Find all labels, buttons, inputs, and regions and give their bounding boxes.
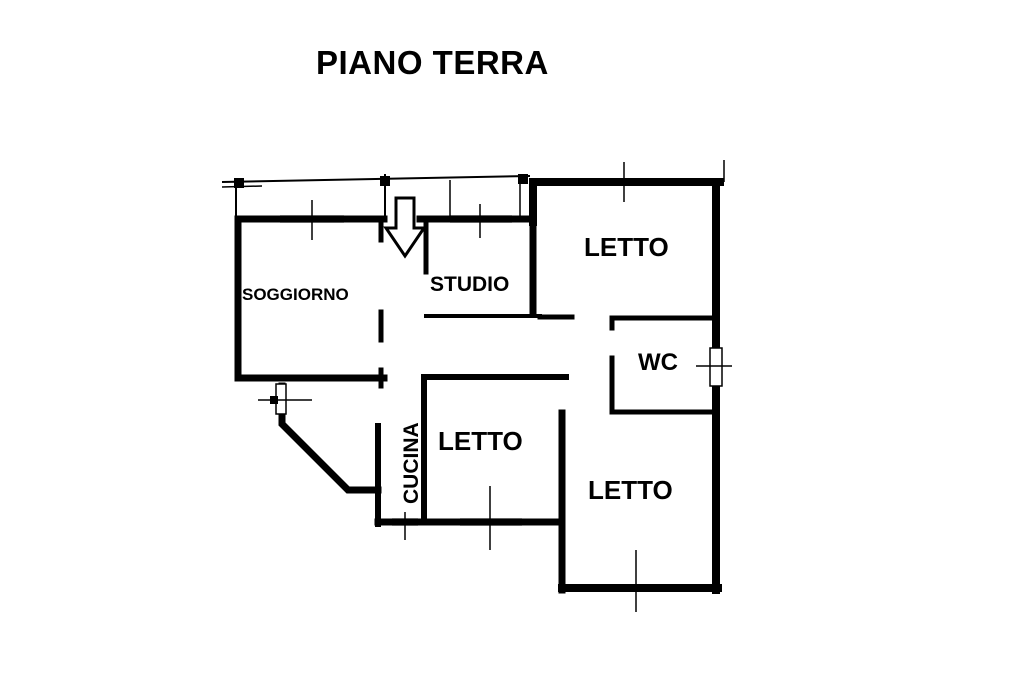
entrance-arrow-icon xyxy=(383,196,427,259)
room-label-letto-top: LETTO xyxy=(584,232,669,262)
window-wc xyxy=(696,347,732,387)
window-letto-bottom xyxy=(614,550,654,612)
room-label-letto-bottom: LETTO xyxy=(588,475,673,505)
terrace-outline xyxy=(221,160,725,218)
window-soggiorno-side xyxy=(258,383,312,415)
windows xyxy=(258,162,732,612)
window-soggiorno xyxy=(280,200,344,240)
room-label-letto-mid: LETTO xyxy=(438,426,523,456)
room-label-studio: STUDIO xyxy=(430,273,509,296)
room-label-soggiorno: SOGGIORNO xyxy=(242,285,349,304)
window-studio xyxy=(450,204,512,238)
room-label-cucina: CUCINA xyxy=(400,422,423,504)
window-letto-top xyxy=(602,162,646,202)
window-cucina xyxy=(392,512,418,540)
window-letto-mid xyxy=(460,486,522,550)
plan-title: PIANO TERRA xyxy=(316,44,549,81)
room-label-wc: WC xyxy=(638,349,678,376)
